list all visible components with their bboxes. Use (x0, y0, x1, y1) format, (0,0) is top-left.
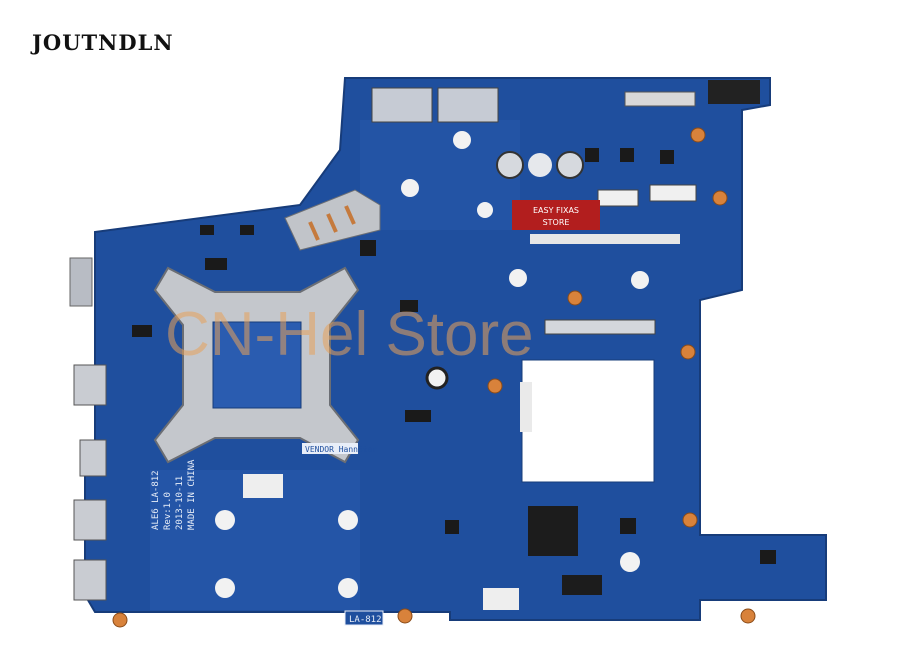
connector-black (562, 575, 602, 595)
barcode-label (530, 234, 680, 244)
copper-pad (112, 612, 128, 628)
power-connector (708, 80, 760, 104)
mount-hole (215, 578, 235, 598)
hdmi-port (79, 439, 107, 477)
capacitor (496, 151, 524, 179)
chip (585, 148, 599, 162)
chip (760, 550, 776, 564)
watermark-text: CN-Hel Store (165, 300, 534, 369)
connector-block (371, 87, 433, 123)
silkscreen-block: ALE6 LA-812 Rev:1.0 2013-10-11 MADE IN C… (151, 459, 197, 530)
chip (205, 258, 227, 270)
chip (200, 225, 214, 235)
board-cutout (521, 359, 655, 483)
copper-pad (682, 512, 698, 528)
copper-pad (487, 378, 503, 394)
model-label-text: LA-812 (349, 615, 382, 625)
chip (240, 225, 254, 235)
ene-controller-chip (528, 506, 578, 556)
mount-hole (477, 202, 493, 218)
chip (132, 325, 152, 337)
copper-pad (740, 608, 756, 624)
barcode-label (483, 588, 519, 610)
copper-pad (680, 344, 696, 360)
capacitor (528, 153, 552, 177)
chip (660, 150, 674, 164)
silkscreen-line: 2013-10-11 (175, 476, 185, 530)
model-label: LA-812 (344, 610, 384, 626)
copper-pad (397, 608, 413, 624)
vendor-label: VENDOR HannStar (302, 443, 377, 454)
mount-hole (338, 510, 358, 530)
silkscreen-line: ALE6 LA-812 (151, 470, 161, 530)
silkscreen-line: MADE IN CHINA (187, 459, 197, 530)
brand-logo-text: JOUTNDLN (32, 30, 174, 55)
silkscreen-line: Rev:1.0 (163, 492, 173, 530)
mount-hole (453, 131, 471, 149)
cpu-socket (212, 321, 302, 409)
ram-slot (544, 319, 656, 335)
ram-slot (520, 382, 532, 432)
mount-hole (215, 510, 235, 530)
usb-port (73, 364, 107, 406)
capacitor (556, 151, 584, 179)
chip (620, 518, 636, 534)
chip (445, 520, 459, 534)
sticker-line: STORE (543, 218, 570, 227)
chip (400, 300, 418, 312)
usb-port (73, 499, 107, 541)
chip (360, 240, 376, 256)
chip (405, 410, 431, 422)
connector-block (437, 87, 499, 123)
flex-connector (649, 184, 697, 202)
sticker-line: EASY FIXAS (533, 206, 579, 215)
mount-hole (631, 271, 649, 289)
mount-hole (620, 552, 640, 572)
copper-pad (567, 290, 583, 306)
vga-port (69, 257, 93, 307)
store-sticker: EASY FIXAS STORE (512, 200, 600, 230)
mount-hole (509, 269, 527, 287)
mount-hole (401, 179, 419, 197)
barcode-label (243, 474, 283, 498)
copper-pad (712, 190, 728, 206)
flex-connector (597, 189, 639, 207)
usb-port (73, 559, 107, 601)
mount-hole (425, 366, 449, 390)
mount-hole (338, 578, 358, 598)
chip (620, 148, 634, 162)
header-connector (624, 91, 696, 107)
copper-pad (690, 127, 706, 143)
vendor-label-text: VENDOR HannStar (305, 445, 377, 454)
